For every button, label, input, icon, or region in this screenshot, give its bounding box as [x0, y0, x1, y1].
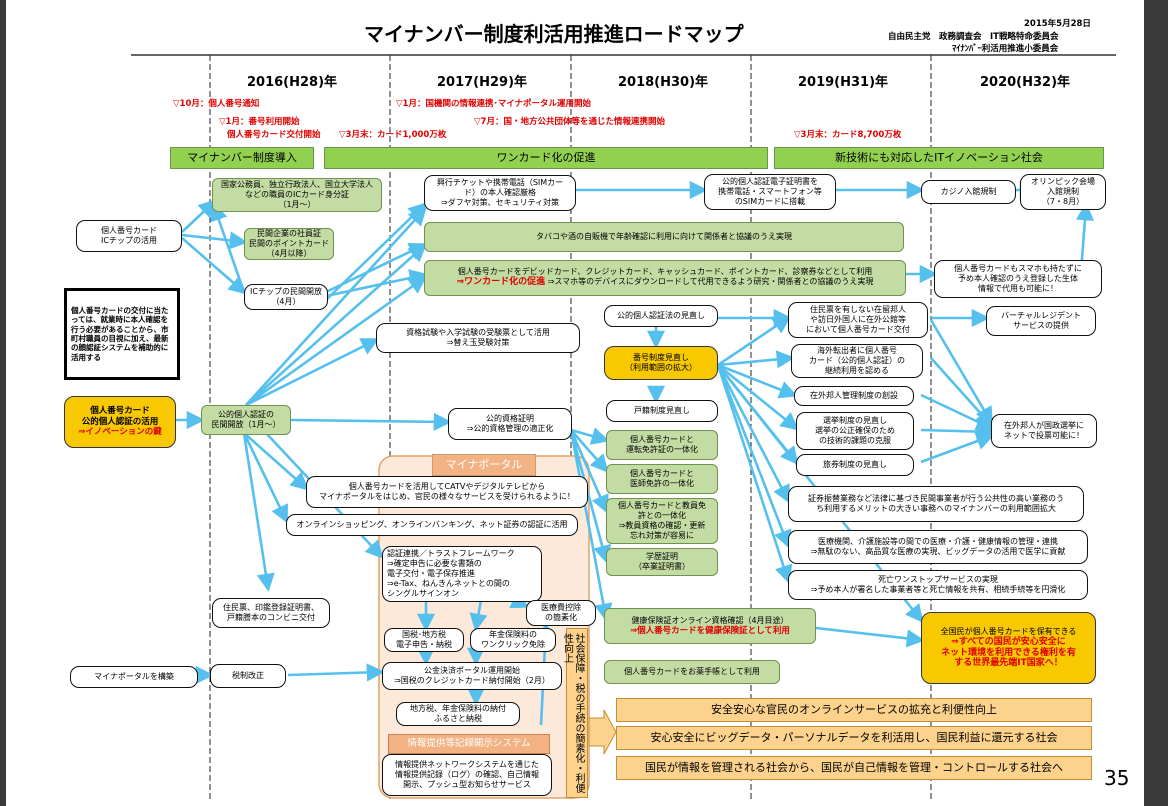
health-line1: 健康保険証オンライン資格確認（4月目途） [631, 615, 789, 625]
box-passport: 旅券制度の見直し [796, 454, 914, 476]
phase-innovation: 新技術にも対応したITイノベーション社会 [774, 147, 1104, 169]
date-label: 2015年5月28日 [1024, 19, 1091, 29]
box-jpki-open: 公的個人認証の 民間開放（1月～） [201, 405, 291, 435]
box-tax-pay: 国税･地方税 電子申告・納税 [384, 628, 464, 652]
box-scope-expansion: 番号制度見直し （利用範囲の拡大） [604, 346, 718, 380]
milestone-portal-start: ▽1月：国機関の情報連携･マイナポータル運用開始 [396, 99, 592, 109]
onecard-red: ⇒ワンカード化の促進 [456, 277, 546, 288]
milestone-10m-cards: ▽3月末：カード1,000万枚 [339, 130, 447, 140]
roadmap-page: { "title": "マイナンバー制度利活用推進ロードマップ", "date"… [6, 0, 1144, 806]
onecard-line1: 個人番号カードをデビッドカード、クレジットカード、キャッシュカード、ポイントカー… [457, 267, 873, 277]
box-tax-reform: 税制改正 [210, 664, 286, 688]
box-koseki: 戸籍制度見直し [606, 400, 718, 422]
box-main-card: 個人番号カード 公的個人認証の活用 ⇒イノベーションの鍵 [64, 396, 176, 448]
box-securities: 証券振替業務など法律に基づき民間事業者が行う公共性の高い業務のう ち利用するメリ… [788, 486, 1084, 522]
box-onecard: 個人番号カードをデビッドカード、クレジットカード、キャッシュカード、ポイントカー… [424, 260, 906, 296]
box-license: 公的資格証明 ⇒公的資格管理の適正化 [448, 408, 572, 440]
organization-line2: ﾏｲﾅﾝﾊﾞｰ利活用推進小委員会 [952, 44, 1059, 54]
box-casino: カジノ入館規制 [921, 180, 1016, 204]
box-health-insurance: 健康保険証オンライン資格確認（4月目途） ⇒個人番号カードを健康保険証として利用 [604, 608, 816, 644]
summary-1: 安全安心な官民のオンラインサービスの拡充と利便性向上 [616, 698, 1092, 722]
box-simplification: 社会保障・税の手続の簡素化・利便性向上 [562, 628, 588, 798]
page-title: マイナンバー制度利活用推進ロードマップ [364, 22, 744, 46]
year-2019: 2019(H31)年 [798, 75, 889, 90]
final-line1: 全国民が個人番号カードを保有できる [940, 626, 1077, 636]
box-exam: 資格試験や入学試験の受験票として活用 ⇒替え玉受験対策 [376, 323, 580, 353]
main-card-line1: 個人番号カード [90, 406, 150, 417]
summary-arrow [588, 709, 617, 755]
disclose-header: 情報提供等記録開示システム [388, 734, 550, 754]
summary-2: 安心安全にビッグデータ・パーソナルデータを利活用し、国民利益に還元する社会 [616, 726, 1092, 750]
box-residence-cert: 住民票、印鑑登録証明書、 戸籍謄本のコンビニ交付 [212, 598, 330, 628]
box-medicine-handbook: 個人番号カードをお薬手帳として利用 [604, 660, 780, 684]
box-civil-servant-id: 国家公務員、独立行政法人、国立大学法人 などの職員のICカード身分証 （1月～） [212, 178, 382, 212]
box-private-point: 民間企業の社員証 民間のポイントカード （4月以降） [244, 228, 334, 260]
main-card-line3: ⇒イノベーションの鍵 [78, 427, 162, 438]
health-red: ⇒個人番号カードを健康保険証として利用 [630, 625, 790, 636]
box-pension-pay: 年金保険料の ワンクリック免除 [470, 628, 556, 652]
box-e-vote: 在外邦人が国政選挙に ネットで投票可能に！ [991, 414, 1097, 448]
box-disclose: 情報提供ネットワークシステムを通じた 情報提供記録（ログ）の確認、自己情報 開示… [382, 754, 552, 796]
box-teacher-license: 個人番号カードと教員免 許との一体化 ⇒教員資格の確認・更新 忘れ対策が容易に [606, 498, 718, 544]
milestone-87m-cards: ▽3月末：カード8,700万枚 [794, 130, 902, 140]
box-election: 選挙制度の見直し 選挙の公正確保のため の技術的課題の克服 [796, 412, 914, 450]
year-2016: 2016(H28)年 [247, 75, 338, 90]
box-online-auth: オンラインショッピング、オンラインバンキング、ネット証券の認証に活用 [286, 514, 578, 536]
box-ticket-sim: 興行チケットや携帯電話（SIMカー ド）の本人確認厳格 ⇒ダフヤ対策、セキュリテ… [424, 175, 576, 211]
box-medical-cost: 医療費控除 の簡素化 [526, 600, 596, 626]
box-kofu-portal: 公金決済ポータル運用開始 ⇒国税のクレジットカード納付開始（2月） [382, 662, 562, 690]
main-card-line2: 公的個人認証の活用 [81, 416, 159, 427]
box-portal-build: マイナポータルを構築 [70, 666, 198, 688]
phase-onecard: ワンカード化の促進 [324, 147, 768, 169]
box-doctor-license: 個人番号カードと 医師免許の一体化 [606, 464, 718, 494]
page-number: 35 [1104, 766, 1130, 790]
milestone-notice: ▽10月：個人番号通知 [173, 99, 260, 109]
organization-line1: 自由民主党 政務調査会 IT戦略特命委員会 [888, 32, 1059, 42]
box-face-recognition-note: 個人番号カードの交付に当たっては、就業時に本人確認を行う必要があることから、市町… [64, 288, 180, 380]
year-2020: 2020(H32)年 [980, 75, 1071, 90]
box-register: 在外邦人管理制度の創設 [794, 386, 914, 406]
box-virtual-resident: バーチャルレジデント サービスの提供 [986, 306, 1096, 336]
box-federation: 認証連携／トラストフレームワーク ⇒確定申告に必要な書類の 電子交付・電子保存推… [382, 546, 542, 602]
box-olympic: オリンピック会場 入館規制 （7・8月） [1020, 174, 1106, 210]
box-medical-care: 医療機関、介護施設等の間での医療・介護・健康情報の管理・連携 ⇒無駄のない、高品… [788, 530, 1088, 564]
milestone-number-start: ▽1月：番号利用開始 [219, 117, 300, 127]
mynaportal-header: マイナポータル [432, 454, 536, 476]
final-red: ⇒すべての国民が安心安全に ネット環境を利用できる権利を有 する世界最先端IT国… [941, 636, 1076, 669]
box-degree: 学歴証明 （卒業証明書） [606, 548, 718, 576]
flow-arrows [176, 180, 1094, 726]
summary-3: 国民が情報を管理される社会から、国民が自己情報を管理・コントロールする社会へ [616, 756, 1092, 780]
milestone-card-start: 個人番号カード交付開始 [227, 130, 321, 140]
box-death-onestop: 死亡ワンストップサービスの実現 ⇒予め本人が署名した事業者等と死亡情報を共有、相… [788, 570, 1088, 600]
box-smartphone-sim: 公的個人認証電子証明書を 携帯電話・スマートフォン等 のSIMカードに搭載 [704, 174, 836, 210]
phase-introduction: マイナンバー制度導入 [170, 147, 314, 169]
onecard-line2: ⇒スマホ等のデバイスにダウンロードして代用できるよう研究・関係者との協議のうえ実… [547, 277, 874, 287]
box-jpki-review: 公的個人認証法の見直し [604, 305, 718, 327]
box-overseas: 海外転出者に個人番号 カード（公的個人認証）の 継続利用を認める [791, 344, 923, 378]
box-ic-chip-use: 個人番号カード ICチップの活用 [76, 220, 182, 252]
year-2017: 2017(H29)年 [437, 75, 528, 90]
box-biometric: 個人番号カードもスマホも持たずに 予め本人確認のうえ登録した生体 情報で代用も可… [934, 260, 1102, 298]
box-foreign-residents: 住民票を有しない在留邦人 や訪日外国人に在外公館等 において個人番号カード交付 [788, 302, 928, 338]
year-2018: 2018(H30)年 [618, 75, 709, 90]
box-drive-license: 個人番号カードと 運転免許証の一体化 [606, 430, 718, 460]
box-catv: 個人番号カードを活用してCATVやデジタルテレビから マイナポータルをはじめ、官… [306, 476, 588, 508]
box-ic-open: ICチップの民間開放 （4月） [244, 284, 328, 310]
box-final-goal: 全国民が個人番号カードを保有できる ⇒すべての国民が安心安全に ネット環境を利用… [921, 612, 1096, 684]
box-tobacco: タバコや酒の自販機で年齢確認に利用に向けて関係者と協議のうえ実現 [424, 222, 904, 252]
milestone-local-link: ▽7月：国・地方公共団体等を通じた情報連携開始 [474, 117, 665, 127]
box-furusato: 地方税、年金保険料の納付 ふるさと納税 [396, 702, 520, 726]
